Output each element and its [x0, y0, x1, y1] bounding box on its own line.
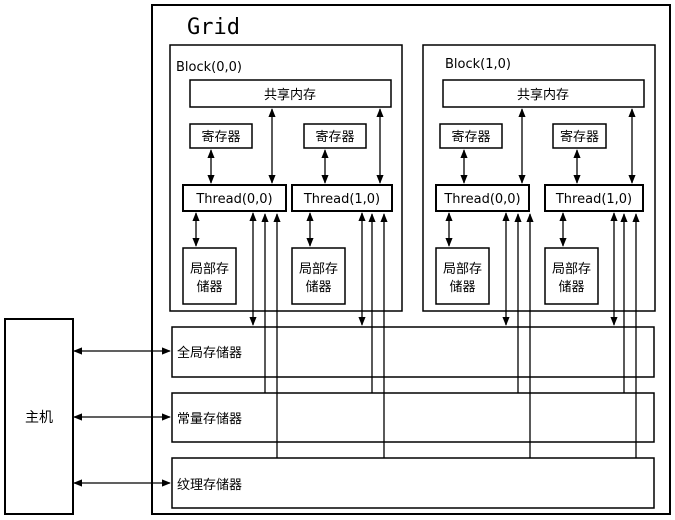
texture-memory-label: 纹理存储器: [177, 478, 242, 493]
block-0-0-title: Block(0,0): [176, 60, 242, 75]
local-memory-line1-0-1: 局部存: [299, 262, 338, 277]
local-memory-line1-1-1: 局部存: [552, 262, 591, 277]
block-1-0-title: Block(1,0): [445, 57, 511, 72]
shared-memory-label-1: 共享内存: [517, 87, 569, 103]
registers-label-1-1: 寄存器: [560, 129, 599, 145]
block-1-0: Block(1,0) 共享内存 寄存器 寄存器 Thread(0,0) Thre…: [422, 44, 656, 312]
local-memory-line1-1-0: 局部存: [443, 262, 482, 277]
local-memory-line2-0-0: 储器: [196, 280, 222, 295]
constant-memory-box: [171, 392, 655, 443]
registers-box-1-1: [552, 123, 607, 149]
thread-label-0-1: Thread(1,0): [303, 192, 380, 207]
local-memory-line1-0-0: 局部存: [190, 262, 229, 277]
local-memory-line2-1-0: 储器: [449, 280, 475, 295]
thread-label-1-1: Thread(1,0): [555, 192, 632, 207]
texture-memory-box: [171, 457, 655, 509]
thread-box-0-0: [182, 184, 287, 212]
grid-title: Grid: [187, 15, 240, 40]
registers-box-0-1: [303, 123, 367, 149]
local-memory-box-1-1: [544, 247, 599, 305]
thread-label-1-0: Thread(0,0): [443, 192, 520, 207]
thread-box-1-1: [544, 184, 644, 212]
block-0-0: Block(0,0) 共享内存 寄存器 寄存器 Thread(0,0) Thre…: [169, 44, 403, 312]
local-memory-box-0-1: [291, 247, 346, 305]
host-box: [4, 318, 74, 515]
shared-memory-box-1: [442, 79, 645, 108]
global-memory-box: [171, 326, 655, 378]
registers-label-0-1: 寄存器: [315, 129, 354, 145]
shared-memory-label-0: 共享内存: [264, 87, 316, 103]
registers-label-0-0: 寄存器: [201, 129, 240, 145]
thread-label-0-0: Thread(0,0): [195, 192, 272, 207]
local-memory-box-0-0: [182, 247, 237, 305]
registers-box-0-0: [189, 123, 253, 149]
shared-memory-box-0: [189, 79, 392, 108]
global-memory-label: 全局存储器: [177, 345, 242, 361]
thread-box-0-1: [291, 184, 393, 212]
host-label: 主机: [25, 410, 53, 426]
thread-box-1-0: [435, 184, 530, 212]
local-memory-box-1-0: [435, 247, 490, 305]
constant-memory-label: 常量存储器: [177, 412, 242, 427]
local-memory-line2-1-1: 储器: [558, 280, 584, 295]
local-memory-line2-0-1: 储器: [305, 280, 331, 295]
registers-label-1-0: 寄存器: [451, 129, 490, 145]
registers-box-1-0: [439, 123, 503, 149]
